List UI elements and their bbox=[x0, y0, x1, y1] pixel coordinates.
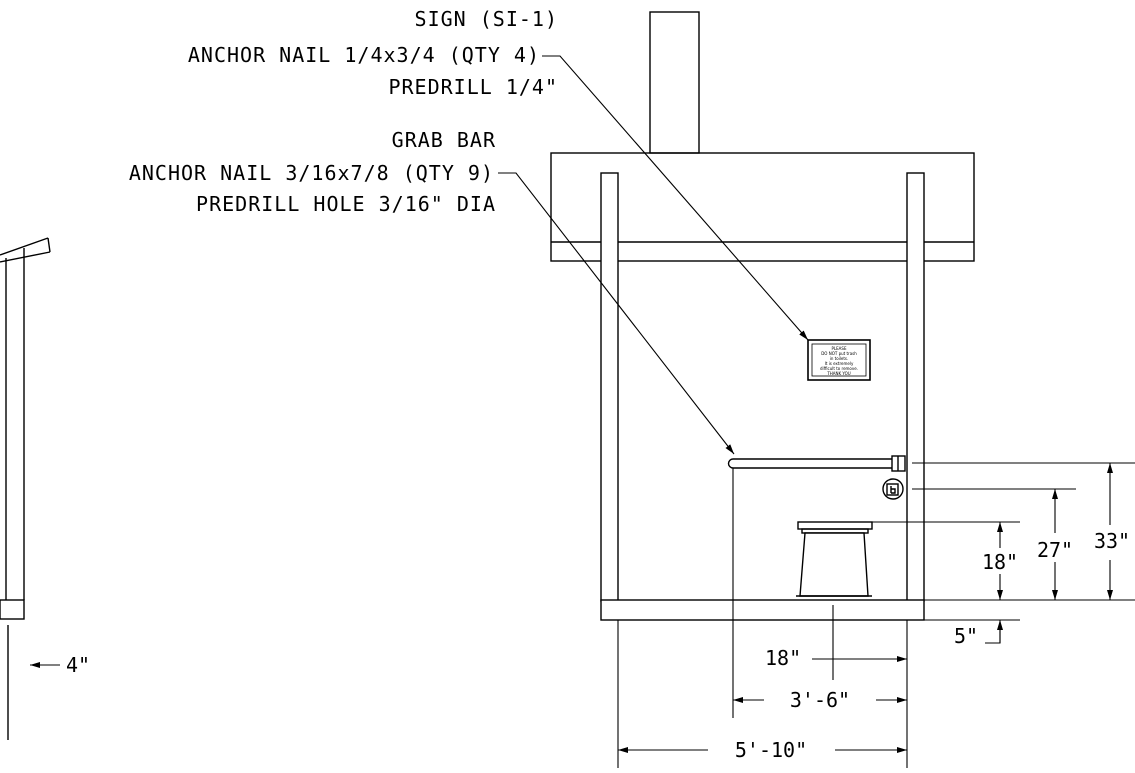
callout-leaders bbox=[498, 55, 809, 455]
grab-callout-line1: GRAB BAR bbox=[392, 128, 496, 152]
paper-holder bbox=[882, 478, 904, 500]
sign-callout-line3: PREDRILL 1/4" bbox=[388, 75, 558, 99]
dim-bottom-5-10: 5'-10" bbox=[735, 738, 807, 762]
dim-bottom-3-6: 3'-6" bbox=[790, 688, 850, 712]
bottom-dimension-lines bbox=[617, 468, 908, 768]
right-dimension-lines bbox=[872, 462, 1135, 644]
grab-callout-line3: PREDRILL HOLE 3/16" DIA bbox=[196, 192, 496, 216]
dim-right-27: 27" bbox=[1037, 538, 1073, 562]
sign-line-1: PLEASE bbox=[832, 346, 847, 351]
outhouse-structure bbox=[550, 11, 975, 621]
vent-stack bbox=[649, 11, 700, 154]
sign-line-6: THANK YOU bbox=[826, 371, 850, 376]
roof-header bbox=[550, 152, 975, 262]
dim-right-18: 18" bbox=[982, 550, 1018, 574]
dim-left-4: 4" bbox=[66, 653, 90, 677]
floor-sill bbox=[600, 599, 925, 621]
sign-line-2: DO NOT put trash bbox=[821, 351, 857, 356]
dim-right-33: 33" bbox=[1094, 529, 1130, 553]
sign-line-3: in toilets. bbox=[830, 356, 849, 361]
grab-callout-line2: ANCHOR NAIL 3/16x7/8 (QTY 9) bbox=[129, 161, 494, 185]
sign-callout-line2: ANCHOR NAIL 1/4x3/4 (QTY 4) bbox=[188, 43, 540, 67]
left-post bbox=[600, 172, 619, 602]
sign-plate: PLEASE DO NOT put trash in toilets. It i… bbox=[807, 339, 871, 381]
grab-bar bbox=[727, 455, 906, 472]
right-post bbox=[906, 172, 925, 602]
sign-line-4: It is extremely bbox=[825, 361, 854, 366]
sign-line-5: difficult to remove. bbox=[820, 366, 858, 371]
dim-right-5: 5" bbox=[954, 624, 978, 648]
sign-callout-line1: SIGN (SI-1) bbox=[415, 7, 558, 31]
toilet-riser bbox=[796, 521, 873, 597]
dim-bottom-18: 18" bbox=[765, 646, 801, 670]
left-partial-structure bbox=[0, 237, 51, 740]
